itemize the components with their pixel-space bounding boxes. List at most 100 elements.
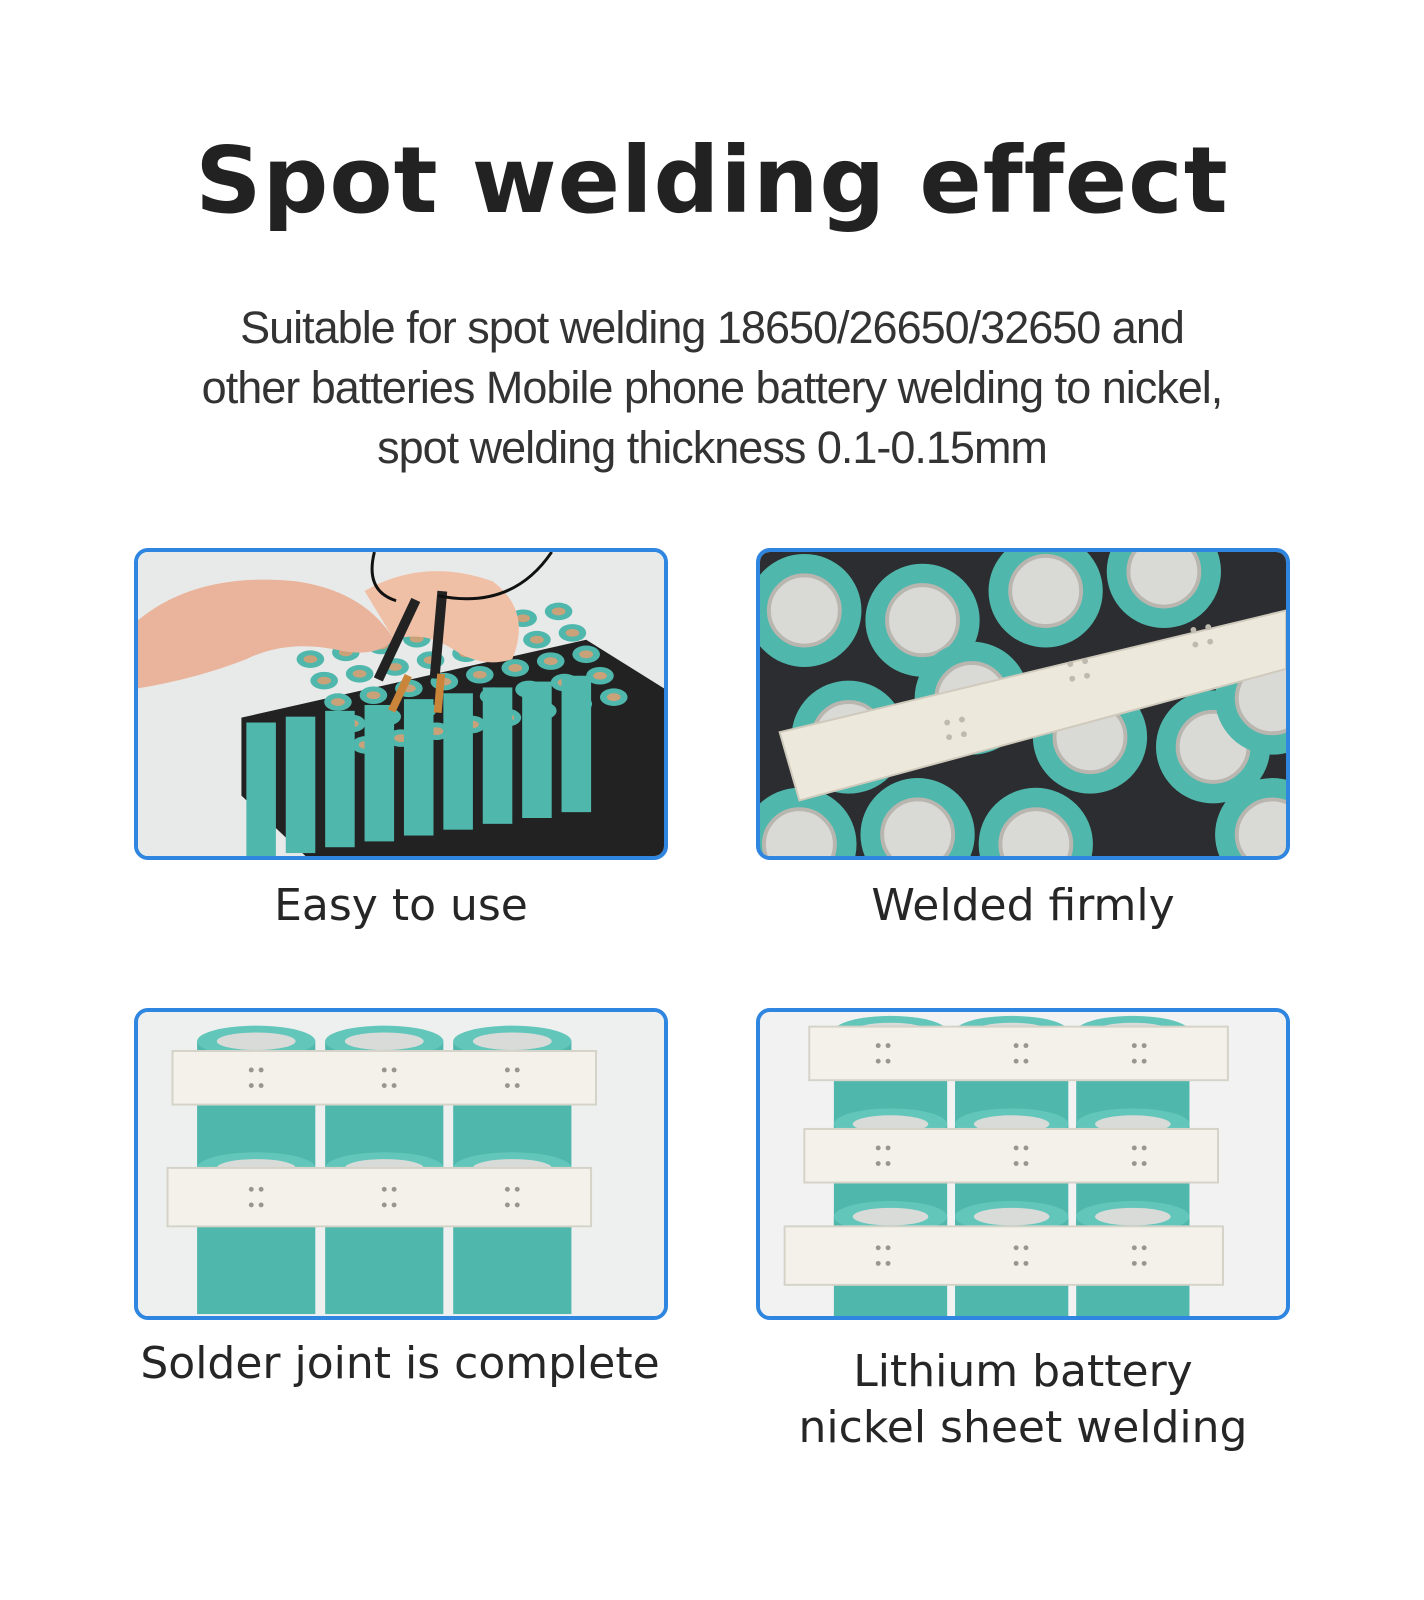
caption-nickel-sheet: Lithium battery nickel sheet welding	[756, 1344, 1290, 1456]
weld-spot	[258, 1067, 264, 1073]
cell-body	[403, 699, 434, 836]
weld-spot	[1131, 1058, 1137, 1064]
cell-cap	[761, 807, 837, 856]
two-strip-illustration	[138, 1012, 664, 1316]
weld-spot	[1141, 1245, 1147, 1251]
cell-cap	[344, 1032, 424, 1050]
nickel-strip	[166, 1166, 593, 1228]
weld-spot	[875, 1260, 881, 1266]
cell-cap	[998, 807, 1074, 856]
cell-terminal	[551, 607, 566, 616]
photo-nickel-sheet-welding	[756, 1008, 1290, 1320]
weld-spot	[885, 1145, 891, 1151]
caption-nickel-sheet-line-1: Lithium battery	[853, 1346, 1193, 1397]
photo-easy-to-use	[134, 548, 668, 860]
cell-cap	[885, 583, 960, 658]
cell-terminal	[606, 693, 621, 702]
weld-spot	[258, 1202, 264, 1208]
cell-cap	[766, 573, 842, 648]
cell-body	[246, 722, 276, 856]
nickel-strip	[803, 1127, 1220, 1184]
weld-spot	[1023, 1260, 1029, 1266]
weld-spot	[1131, 1145, 1137, 1151]
nickel-strips	[166, 1050, 598, 1228]
weld-spot	[1131, 1161, 1137, 1166]
cell-terminal	[530, 635, 544, 644]
weld-spot	[1013, 1260, 1019, 1266]
weld-spot	[1013, 1145, 1019, 1151]
cell-terminal	[516, 614, 531, 623]
cell-body	[522, 681, 552, 818]
weld-spot	[1141, 1161, 1147, 1166]
weld-spot	[391, 1067, 397, 1073]
weld-spot	[504, 1083, 510, 1088]
cell-cap	[852, 1207, 929, 1226]
cell-terminal	[388, 663, 402, 671]
weld-spot	[391, 1186, 397, 1192]
weld-spot	[1141, 1145, 1147, 1151]
cell-body	[561, 675, 592, 813]
cell-body	[325, 710, 355, 848]
cell-body	[443, 693, 473, 830]
three-strip-illustration	[760, 1012, 1286, 1316]
weld-spot	[1131, 1260, 1137, 1266]
cell-body	[285, 716, 316, 854]
subtitle-line-1: Suitable for spot welding 18650/26650/32…	[240, 302, 1185, 353]
weld-spot	[885, 1043, 891, 1049]
cell-terminal	[317, 676, 332, 685]
cell-cap	[1095, 1207, 1171, 1226]
cell-terminal	[472, 670, 487, 679]
weld-spot	[875, 1058, 881, 1064]
weld-spot	[514, 1067, 520, 1073]
cell-cap	[973, 1207, 1050, 1226]
weld-spot	[885, 1260, 891, 1266]
cell-cap	[1008, 553, 1084, 628]
weld-spot	[1131, 1245, 1137, 1251]
photo-solder-joint-complete	[134, 1008, 668, 1320]
weld-spot	[885, 1245, 891, 1251]
weld-spot	[885, 1058, 891, 1064]
cell-cap	[1126, 552, 1202, 609]
weld-spot	[1141, 1260, 1147, 1266]
weld-spot	[248, 1067, 254, 1073]
cell-terminal	[593, 671, 607, 680]
cell-terminal	[366, 691, 381, 700]
cell-terminal	[565, 628, 580, 637]
weld-spot	[1023, 1058, 1029, 1064]
weld-spot	[1023, 1145, 1029, 1151]
weld-spot	[1023, 1043, 1029, 1049]
welding-hands-illustration	[138, 552, 664, 856]
cell-body	[482, 687, 513, 824]
weld-spot	[1013, 1058, 1019, 1064]
weld-spot	[1023, 1161, 1029, 1166]
weld-spot	[381, 1202, 387, 1208]
weld-spot	[1141, 1043, 1147, 1049]
weld-spot	[381, 1186, 387, 1192]
weld-spot	[248, 1202, 254, 1208]
weld-spot	[381, 1067, 387, 1073]
weld-spot	[1013, 1043, 1019, 1049]
page-title: Spot welding effect	[195, 127, 1229, 234]
cell-terminal	[303, 655, 318, 664]
weld-spot	[514, 1202, 520, 1208]
weld-spot	[391, 1202, 397, 1208]
caption-welded-firmly: Welded firmly	[871, 880, 1175, 931]
weld-spot	[391, 1083, 397, 1088]
weld-spot	[875, 1161, 881, 1166]
cell-cap	[216, 1032, 296, 1050]
weld-spot	[248, 1186, 254, 1192]
cell-terminal	[508, 664, 523, 672]
nickel-strip	[783, 1225, 1224, 1286]
weld-spot	[504, 1202, 510, 1208]
weld-spot	[504, 1067, 510, 1073]
weld-spot	[875, 1145, 881, 1151]
cell-terminal	[579, 650, 594, 659]
weld-spot	[381, 1083, 387, 1088]
cell-terminal	[543, 657, 558, 666]
weld-spot	[514, 1186, 520, 1192]
subtitle-line-2: other batteries Mobile phone battery wel…	[201, 362, 1224, 413]
cell-terminal	[331, 698, 345, 706]
weld-spot	[258, 1186, 264, 1192]
weld-spot	[1013, 1245, 1019, 1251]
nickel-strip	[808, 1025, 1229, 1082]
